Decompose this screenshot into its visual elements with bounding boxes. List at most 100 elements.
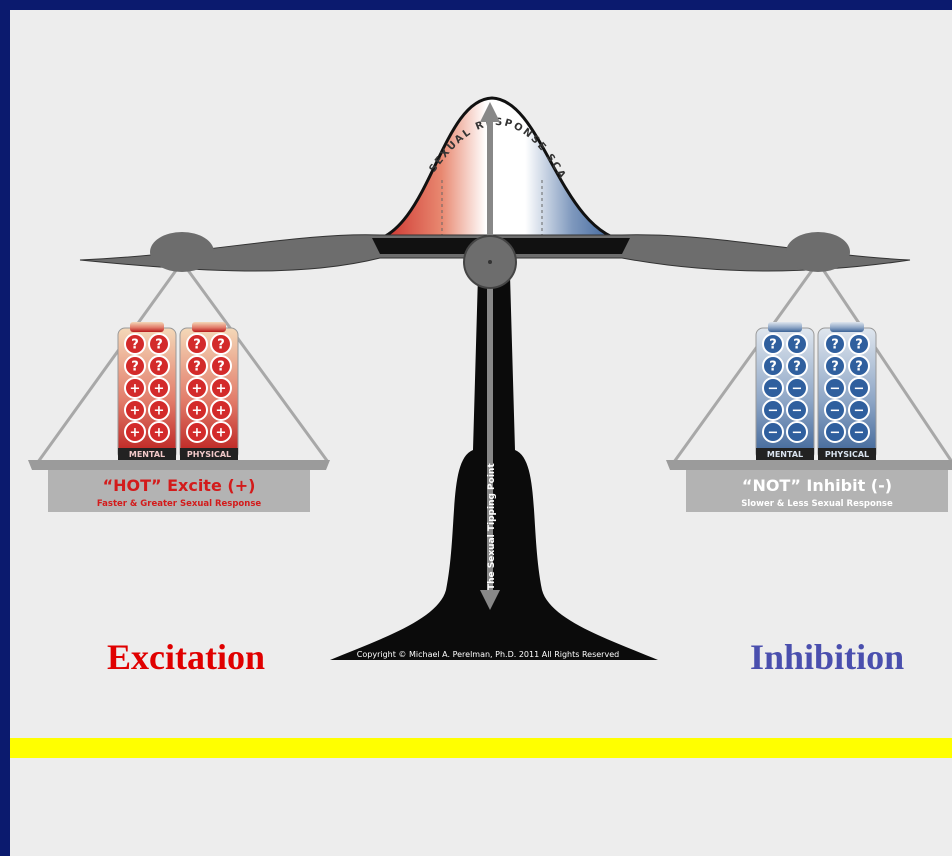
svg-text:−: −: [768, 404, 779, 419]
svg-text:?: ?: [831, 338, 839, 353]
weight-token: +: [148, 377, 170, 399]
weight-token: +: [210, 421, 232, 443]
weight-token: +: [148, 421, 170, 443]
svg-text:?: ?: [855, 338, 863, 353]
svg-text:−: −: [854, 404, 865, 419]
right-beam-knob: [786, 232, 850, 272]
weight-token: −: [762, 399, 784, 421]
tipping-point-arrow: [480, 102, 500, 610]
weight-token: −: [786, 399, 808, 421]
not-inhibit-subtitle: Slower & Less Sexual Response: [741, 499, 893, 509]
weight-token: ?: [786, 355, 808, 377]
weight-token: −: [762, 421, 784, 443]
svg-text:−: −: [854, 382, 865, 397]
svg-text:?: ?: [793, 360, 801, 375]
weight-token: −: [848, 399, 870, 421]
not-inhibit-title: “NOT” Inhibit (-): [742, 476, 892, 495]
weight-token: ?: [186, 355, 208, 377]
copyright-text: Copyright © Michael A. Perelman, Ph.D. 2…: [357, 650, 619, 659]
svg-text:+: +: [130, 382, 141, 397]
bell-curve: SEXUAL RESPONSE SCALE: [10, 10, 631, 244]
weight-token: ?: [824, 355, 846, 377]
left-beam-knob: [150, 232, 214, 272]
weight-token: +: [124, 399, 146, 421]
svg-text:?: ?: [769, 360, 777, 375]
svg-text:+: +: [154, 404, 165, 419]
weight-token: ?: [124, 333, 146, 355]
weight-token: ?: [762, 333, 784, 355]
mental-weight-label: MENTAL: [129, 450, 165, 459]
svg-text:?: ?: [855, 360, 863, 375]
svg-text:+: +: [216, 404, 227, 419]
tipping-point-label: The Sexual Tipping Point: [487, 463, 497, 590]
svg-text:?: ?: [193, 338, 201, 353]
weight-token: +: [124, 421, 146, 443]
weight-token: ?: [210, 333, 232, 355]
weight-token: +: [210, 377, 232, 399]
accent-bar: [10, 738, 952, 758]
weight-token: +: [186, 421, 208, 443]
svg-text:−: −: [792, 426, 803, 441]
balance-scale-diagram: SEXUAL RESPONSE SCALE The Sexual Tipping…: [10, 10, 952, 660]
weight-token: +: [124, 377, 146, 399]
svg-text:−: −: [792, 404, 803, 419]
hot-excite-title: “HOT” Excite (+): [103, 476, 256, 495]
excitation-label: Excitation: [107, 637, 265, 677]
svg-text:+: +: [192, 426, 203, 441]
left-pan: ???? + + + + + + MENTAL???? + + + + + + PHYSICAL “HOT”…: [28, 322, 330, 512]
mental-weight: ????−−−−−−MENTAL: [755, 322, 815, 461]
weight-token: −: [848, 377, 870, 399]
svg-text:+: +: [192, 404, 203, 419]
weight-token: +: [186, 399, 208, 421]
svg-text:?: ?: [193, 360, 201, 375]
weight-token: −: [786, 421, 808, 443]
physical-weight-label: PHYSICAL: [187, 450, 231, 459]
weight-token: ?: [148, 355, 170, 377]
svg-text:−: −: [768, 382, 779, 397]
svg-text:+: +: [192, 382, 203, 397]
physical-weight: ???? + + + + + + PHYSICAL: [179, 322, 239, 461]
svg-text:?: ?: [831, 360, 839, 375]
right-pan-strings: [672, 261, 952, 463]
svg-text:−: −: [830, 426, 841, 441]
svg-text:?: ?: [217, 338, 225, 353]
weight-token: ?: [210, 355, 232, 377]
weight-token: −: [824, 377, 846, 399]
weight-token: −: [824, 421, 846, 443]
weight-token: ?: [848, 333, 870, 355]
svg-text:+: +: [130, 404, 141, 419]
weight-token: ?: [186, 333, 208, 355]
svg-text:−: −: [830, 404, 841, 419]
svg-text:−: −: [830, 382, 841, 397]
svg-text:?: ?: [131, 338, 139, 353]
inhibition-label: Inhibition: [750, 637, 905, 677]
weight-token: −: [786, 377, 808, 399]
left-pan-strings: [36, 261, 330, 463]
weight-token: ?: [148, 333, 170, 355]
weight-token: +: [148, 399, 170, 421]
weight-token: ?: [124, 355, 146, 377]
slide: SEXUAL RESPONSE SCALE The Sexual Tipping…: [10, 10, 952, 856]
weight-token: −: [762, 377, 784, 399]
weight-token: ?: [762, 355, 784, 377]
svg-text:−: −: [854, 426, 865, 441]
svg-text:+: +: [154, 382, 165, 397]
svg-text:?: ?: [155, 338, 163, 353]
svg-text:+: +: [130, 426, 141, 441]
svg-text:+: +: [154, 426, 165, 441]
svg-text:+: +: [216, 426, 227, 441]
svg-text:?: ?: [769, 338, 777, 353]
weight-token: ?: [848, 355, 870, 377]
svg-text:+: +: [216, 382, 227, 397]
weight-token: ?: [786, 333, 808, 355]
svg-text:?: ?: [793, 338, 801, 353]
svg-text:?: ?: [217, 360, 225, 375]
svg-text:−: −: [768, 426, 779, 441]
weight-token: −: [824, 399, 846, 421]
svg-text:?: ?: [155, 360, 163, 375]
hot-excite-subtitle: Faster & Greater Sexual Response: [97, 499, 262, 509]
mental-weight: ???? + + + + + + MENTAL: [117, 322, 177, 461]
scale-stand: [330, 275, 658, 660]
weight-token: −: [848, 421, 870, 443]
right-pan: ????−−−−−−MENTAL????−−−−−−PHYSICAL “NOT”…: [666, 322, 952, 512]
